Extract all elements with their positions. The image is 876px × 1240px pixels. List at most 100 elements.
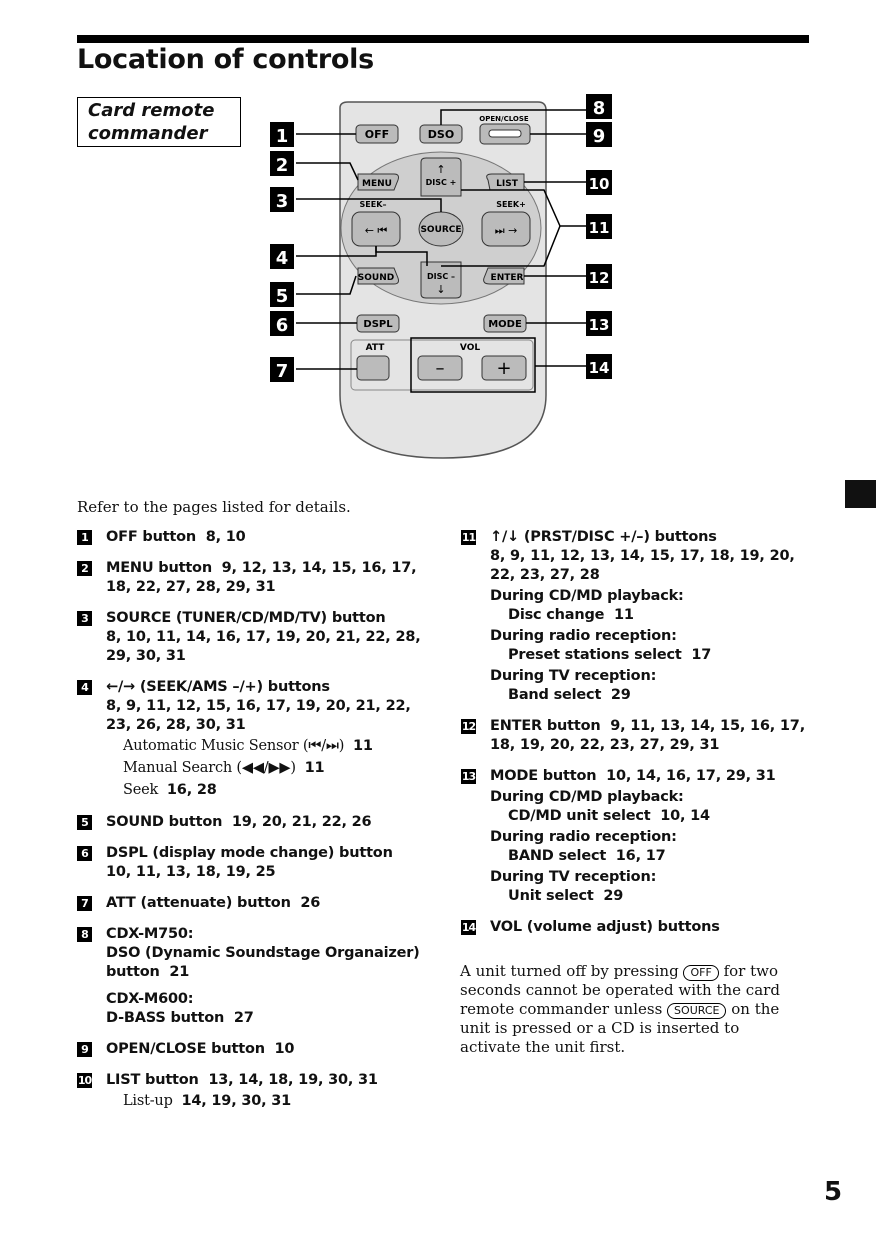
svg-text:MENU: MENU	[362, 179, 392, 189]
list-item: 5 SOUND button 19, 20, 21, 22, 26	[77, 813, 437, 832]
seek-minus-key[interactable]: ← ⏮	[351, 211, 401, 247]
item-number: 2	[77, 561, 92, 576]
enter-key[interactable]: ENTER	[483, 267, 525, 285]
figure-label: Card remote commander	[88, 100, 215, 144]
callout-9: 9	[586, 122, 612, 147]
list-item: 11 ↑/↓ (PRST/DISC +/–) buttons 8, 9, 11,…	[461, 528, 821, 705]
item-pages: 10, 14, 16, 17, 29, 31	[606, 768, 776, 784]
item-pages: 10, 11, 13, 18, 19, 25	[106, 864, 276, 880]
svg-text:–: –	[436, 358, 445, 379]
callout-13: 13	[586, 311, 612, 336]
item-number: 4	[77, 680, 92, 695]
dspl-key[interactable]: DSPL	[356, 314, 400, 333]
list-item: 13 MODE button 10, 14, 16, 17, 29, 31 Du…	[461, 768, 776, 904]
disc-minus-key[interactable]: DISC – ↓	[420, 261, 462, 299]
list-item: 9 OPEN/CLOSE button 10	[77, 1040, 437, 1059]
callout-lines	[296, 109, 586, 370]
callout-7: 7	[270, 357, 294, 382]
svg-text:2: 2	[276, 155, 289, 176]
list-item: 12 ENTER button 9, 11, 13, 14, 15, 16, 1…	[461, 717, 821, 755]
source-key[interactable]: SOURCE	[418, 211, 464, 247]
item-text: SOURCE (TUNER/CD/MD/TV) button	[106, 610, 386, 626]
callout-11: 11	[586, 214, 612, 239]
svg-text:5: 5	[276, 286, 289, 307]
item-pages: 9, 11, 13, 14, 15, 16, 17, 18, 19, 20, 2…	[490, 718, 806, 753]
svg-text:ENTER: ENTER	[491, 273, 524, 283]
svg-text:DSPL: DSPL	[363, 319, 393, 330]
callout-10: 10	[586, 170, 612, 195]
svg-text:DISC +: DISC +	[426, 178, 457, 187]
open-close-key[interactable]: OPEN/CLOSE	[479, 115, 531, 145]
title-rule	[77, 35, 809, 43]
section-tab	[845, 480, 876, 508]
menu-key[interactable]: MENU	[357, 173, 399, 191]
item-pages: 8, 10, 11, 14, 16, 17, 19, 20, 21, 22, 2…	[106, 629, 421, 664]
item-text: ATT (attenuate) button	[106, 895, 291, 911]
item-text-line: CDX-M600:	[106, 991, 194, 1007]
svg-text:6: 6	[276, 315, 289, 336]
svg-text:3: 3	[276, 191, 289, 212]
svg-text:14: 14	[589, 359, 610, 377]
list-item: 4 ←/→ (SEEK/AMS –/+) buttons 8, 9, 11, 1…	[77, 678, 437, 801]
item-number: 6	[77, 846, 92, 861]
svg-text:⏭ →: ⏭ →	[495, 224, 518, 237]
page-number: 5	[824, 1177, 843, 1207]
svg-text:↓: ↓	[436, 283, 445, 296]
list-item: 10 LIST button 13, 14, 18, 19, 30, 31 Li…	[77, 1071, 437, 1112]
item-text: CDX-M750:	[106, 926, 194, 942]
dso-key[interactable]: DSO	[419, 124, 463, 144]
sub-entry: Manual Search (◀◀/▶▶) 11	[123, 760, 325, 776]
callout-5: 5	[270, 282, 294, 307]
svg-text:12: 12	[589, 269, 610, 287]
list-item: 7 ATT (attenuate) button 26	[77, 894, 437, 913]
item-pages: 19, 20, 21, 22, 26	[231, 814, 372, 830]
disc-plus-key[interactable]: ↑ DISC +	[420, 157, 462, 197]
att-key[interactable]	[356, 355, 390, 381]
item-number: 10	[77, 1073, 92, 1088]
item-text-line: DSO (Dynamic Soundstage Organaizer) butt…	[106, 945, 420, 980]
left-column: 1 OFF button 8, 10 2 MENU button 9, 12, …	[77, 528, 437, 1124]
remote-diagram: OFF DSO OPEN/CLOSE MENU ↑ DISC + LIST SE…	[270, 94, 612, 459]
callout-12: 12	[586, 264, 612, 289]
item-pages: 26	[300, 895, 321, 911]
list-item: 2 MENU button 9, 12, 13, 14, 15, 16, 17,…	[77, 559, 437, 597]
seek-plus-key[interactable]: ⏭ →	[481, 211, 531, 247]
item-number: 13	[461, 769, 476, 784]
svg-text:+: +	[496, 358, 511, 379]
svg-text:7: 7	[276, 361, 289, 382]
callout-3: 3	[270, 187, 294, 212]
list-item: 1 OFF button 8, 10	[77, 528, 437, 547]
item-number: 11	[461, 530, 476, 545]
item-text: ENTER button	[490, 718, 601, 734]
svg-text:OFF: OFF	[365, 128, 389, 141]
item-text: DSPL (display mode change) button	[106, 845, 393, 861]
off-button-glyph: OFF	[683, 965, 719, 981]
vol-plus-key[interactable]: +	[481, 355, 527, 381]
svg-text:11: 11	[589, 219, 610, 237]
mode-key[interactable]: MODE	[483, 314, 527, 333]
vol-minus-key[interactable]: –	[417, 355, 463, 381]
item-text: LIST button	[106, 1072, 199, 1088]
item-text: MODE button	[490, 768, 597, 784]
item-number: 8	[77, 927, 92, 942]
item-number: 14	[461, 920, 476, 935]
note-paragraph: A unit turned off by pressing OFF for tw…	[460, 962, 780, 1056]
sound-key[interactable]: SOUND	[357, 267, 399, 285]
off-key[interactable]: OFF	[355, 124, 399, 144]
callout-2: 2	[270, 151, 294, 176]
seek-minus-label: SEEK–	[360, 200, 387, 209]
svg-text:13: 13	[589, 316, 610, 334]
item-pages: 8, 9, 11, 12, 13, 14, 15, 17, 18, 19, 20…	[490, 548, 795, 583]
list-key[interactable]: LIST	[486, 173, 525, 191]
list-item: 6 DSPL (display mode change) button 10, …	[77, 844, 437, 882]
callout-6: 6	[270, 311, 294, 336]
item-number: 7	[77, 896, 92, 911]
item-text: OFF button	[106, 529, 197, 545]
right-column: 11 ↑/↓ (PRST/DISC +/–) buttons 8, 9, 11,…	[461, 528, 821, 949]
att-label: ATT	[366, 343, 386, 353]
item-number: 1	[77, 530, 92, 545]
svg-text:1: 1	[276, 126, 289, 147]
list-item: 14 VOL (volume adjust) buttons	[461, 918, 821, 937]
svg-text:9: 9	[593, 126, 606, 147]
svg-text:OPEN/CLOSE: OPEN/CLOSE	[479, 115, 529, 123]
